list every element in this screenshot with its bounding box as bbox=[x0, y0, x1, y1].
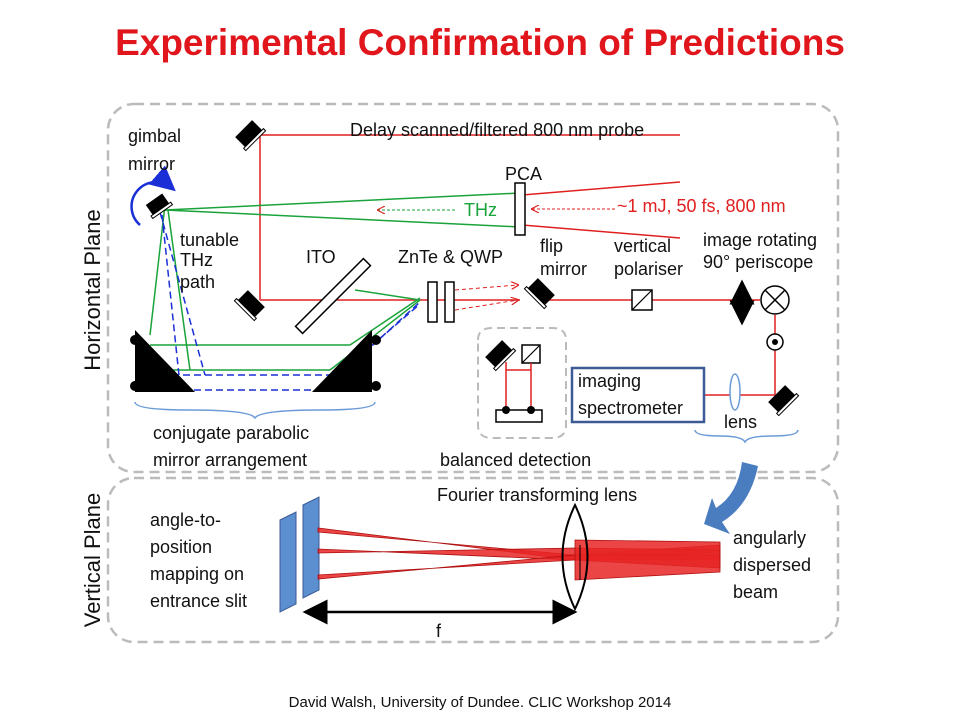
balanced-mirror bbox=[485, 340, 517, 372]
lens-brace bbox=[694, 429, 799, 444]
conjugate-label-2: mirror arrangement bbox=[153, 450, 307, 470]
periscope-label-2: 90° periscope bbox=[703, 252, 813, 272]
imaging-spectrometer-box bbox=[570, 366, 706, 424]
gimbal-mirror bbox=[145, 193, 174, 220]
gimbal-label: gimbal bbox=[128, 126, 181, 146]
dispersed-beams bbox=[317, 527, 721, 581]
parabolic-mirror-left bbox=[130, 330, 195, 392]
mirror-label: mirror bbox=[128, 154, 175, 174]
footer-credit: David Walsh, University of Dundee. CLIC … bbox=[288, 694, 672, 711]
lens-element bbox=[729, 373, 741, 411]
balanced-beamsplitter bbox=[521, 344, 541, 364]
conjugate-label-1: conjugate parabolic bbox=[153, 423, 309, 443]
angle-label-2: position bbox=[150, 537, 212, 557]
periscope-cross-symbol bbox=[760, 285, 790, 315]
vertical-plane-label: Vertical Plane bbox=[80, 493, 105, 628]
mirror-top bbox=[235, 120, 267, 152]
tunable-label-2: THz bbox=[180, 250, 213, 270]
pump-beam bbox=[521, 181, 681, 239]
spectrometer-label-2: spectrometer bbox=[578, 398, 683, 418]
plane-transition-arrow bbox=[704, 462, 758, 534]
flip-dashed-1 bbox=[454, 285, 518, 291]
probe-label: Delay scanned/filtered 800 nm probe bbox=[350, 120, 644, 140]
pca-label: PCA bbox=[505, 164, 542, 184]
znte-label: ZnTe & QWP bbox=[398, 247, 503, 267]
thz-label: THz bbox=[464, 200, 497, 220]
angle-label-3: mapping on bbox=[150, 564, 244, 584]
tunable-label-1: tunable bbox=[180, 230, 239, 250]
flip-dashed-2 bbox=[454, 300, 518, 311]
focal-length-label: f bbox=[436, 621, 442, 641]
page-title: Experimental Confirmation of Predictions bbox=[115, 22, 845, 63]
pump-label: ~1 mJ, 50 fs, 800 nm bbox=[617, 196, 786, 216]
entrance-slit-plate-2 bbox=[302, 496, 320, 599]
flip-mirror bbox=[523, 278, 555, 310]
pca-element bbox=[514, 182, 526, 236]
vertical-label-2: polariser bbox=[614, 259, 683, 279]
spectrometer-label-1: imaging bbox=[578, 371, 641, 391]
entrance-slit-plate-1 bbox=[279, 511, 297, 613]
periscope-label-1: image rotating bbox=[703, 230, 817, 250]
lens-label: lens bbox=[724, 412, 757, 432]
tunable-label-3: path bbox=[180, 272, 215, 292]
gimbal-rotation-arrow bbox=[130, 165, 176, 226]
parabolic-mirror-right bbox=[312, 330, 381, 392]
dispersed-label-2: dispersed bbox=[733, 555, 811, 575]
dispersed-label-3: beam bbox=[733, 582, 778, 602]
conjugate-brace bbox=[134, 401, 376, 420]
angle-label-1: angle-to- bbox=[150, 510, 221, 530]
balanced-detection-frame bbox=[477, 327, 567, 439]
detector-bar bbox=[495, 406, 543, 423]
znte-crystal bbox=[427, 281, 438, 323]
vertical-label-1: vertical bbox=[614, 236, 671, 256]
vertical-plane-frame bbox=[106, 476, 840, 644]
dispersed-label-1: angularly bbox=[733, 528, 806, 548]
horizontal-plane-label: Horizontal Plane bbox=[80, 209, 105, 370]
fourier-lens-label: Fourier transforming lens bbox=[437, 485, 637, 505]
flip-label-2: mirror bbox=[540, 259, 587, 279]
ito-plate bbox=[294, 257, 372, 335]
horizontal-plane-frame bbox=[106, 102, 840, 474]
ito-label: ITO bbox=[306, 247, 336, 267]
periscope-dot-symbol bbox=[766, 333, 784, 351]
angle-label-4: entrance slit bbox=[150, 591, 247, 611]
vertical-polariser bbox=[631, 289, 653, 311]
flip-label-1: flip bbox=[540, 236, 563, 256]
periscope-lower-mirror bbox=[768, 385, 800, 417]
balanced-detection-label: balanced detection bbox=[440, 450, 591, 470]
mirror-bottom bbox=[233, 290, 265, 322]
balanced-detector bbox=[505, 362, 532, 410]
qwp-plate bbox=[444, 281, 455, 323]
